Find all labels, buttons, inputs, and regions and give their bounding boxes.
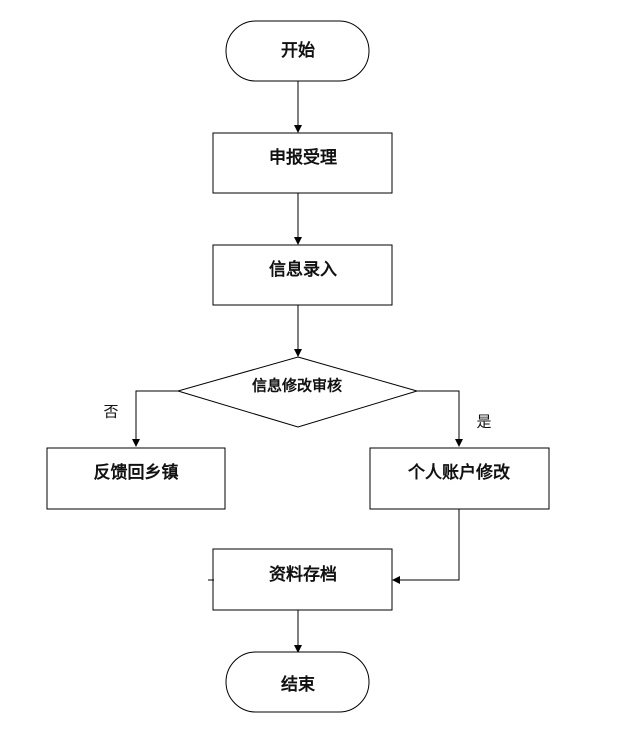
application-accept-node [212, 132, 393, 194]
edge-review-no [132, 390, 178, 447]
end-label: 结束 [281, 674, 315, 695]
edge-review-yes [417, 390, 463, 447]
feedback-label: 反馈回乡镇 [94, 462, 179, 483]
no-label: 否 [103, 403, 118, 421]
archive-node [212, 548, 393, 611]
end-node [225, 651, 370, 713]
info-entry-label: 信息录入 [269, 259, 337, 280]
yes-label: 是 [476, 413, 491, 431]
info-entry-node [212, 244, 393, 306]
account-modify-node [369, 447, 550, 510]
account-modify-label: 个人账户修改 [407, 462, 511, 483]
feedback-node [46, 447, 226, 510]
application-accept-label: 申报受理 [269, 147, 337, 168]
review-decision-node [176, 356, 419, 428]
start-label: 开始 [281, 40, 315, 61]
archive-label: 资料存档 [269, 564, 337, 585]
review-decision-label: 信息修改审核 [252, 377, 342, 395]
edge-account-to-archive [392, 509, 460, 584]
